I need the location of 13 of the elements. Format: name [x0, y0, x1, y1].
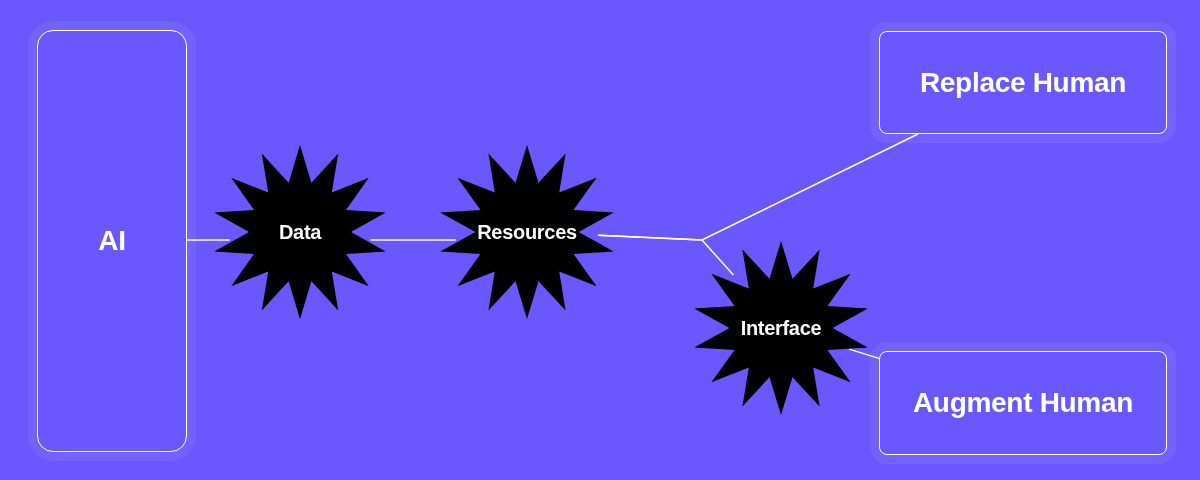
rounded-box: [879, 351, 1167, 455]
node-label: Resources: [477, 220, 577, 244]
node-label: AI: [98, 225, 126, 257]
node-label: Interface: [740, 316, 822, 340]
connector-line: [848, 348, 880, 360]
rounded-box: [879, 31, 1167, 134]
node-label: Augment Human: [912, 387, 1134, 419]
node-label: Data: [278, 220, 322, 244]
node-label: Replace Human: [919, 66, 1127, 99]
connector-line: [597, 234, 735, 276]
connector-line: [369, 239, 457, 241]
connector-line: [186, 239, 231, 241]
rounded-box: [37, 30, 187, 452]
